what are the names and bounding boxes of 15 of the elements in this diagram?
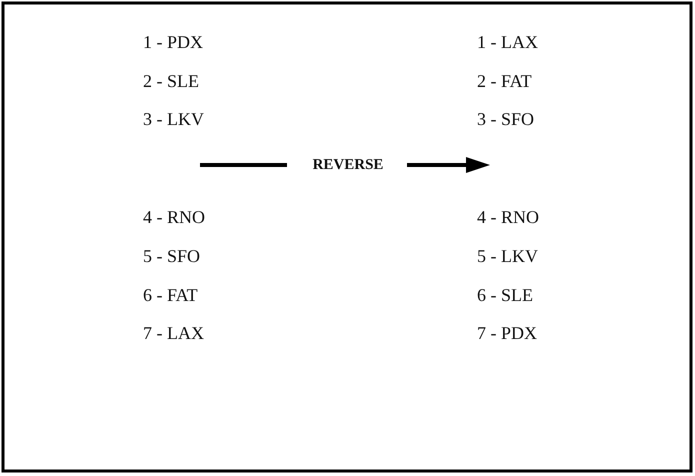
list-item: 6 - SLE [477,286,533,306]
list-item: 7 - LAX [143,324,204,344]
list-item: 1 - PDX [143,33,204,53]
list-item: 2 - SLE [143,72,199,92]
list-item: 7 - PDX [477,324,538,344]
list-item: 5 - LKV [477,247,538,267]
list-item: 4 - RNO [477,208,539,228]
list-item: 3 - LKV [143,110,204,130]
list-item: 2 - FAT [477,72,532,92]
direction-label: REVERSE [312,156,384,174]
list-item: 3 - SFO [477,110,534,130]
list-item: 1 - LAX [477,33,538,53]
list-item: 4 - RNO [143,208,205,228]
list-item: 6 - FAT [143,286,198,306]
list-item: 5 - SFO [143,247,200,267]
